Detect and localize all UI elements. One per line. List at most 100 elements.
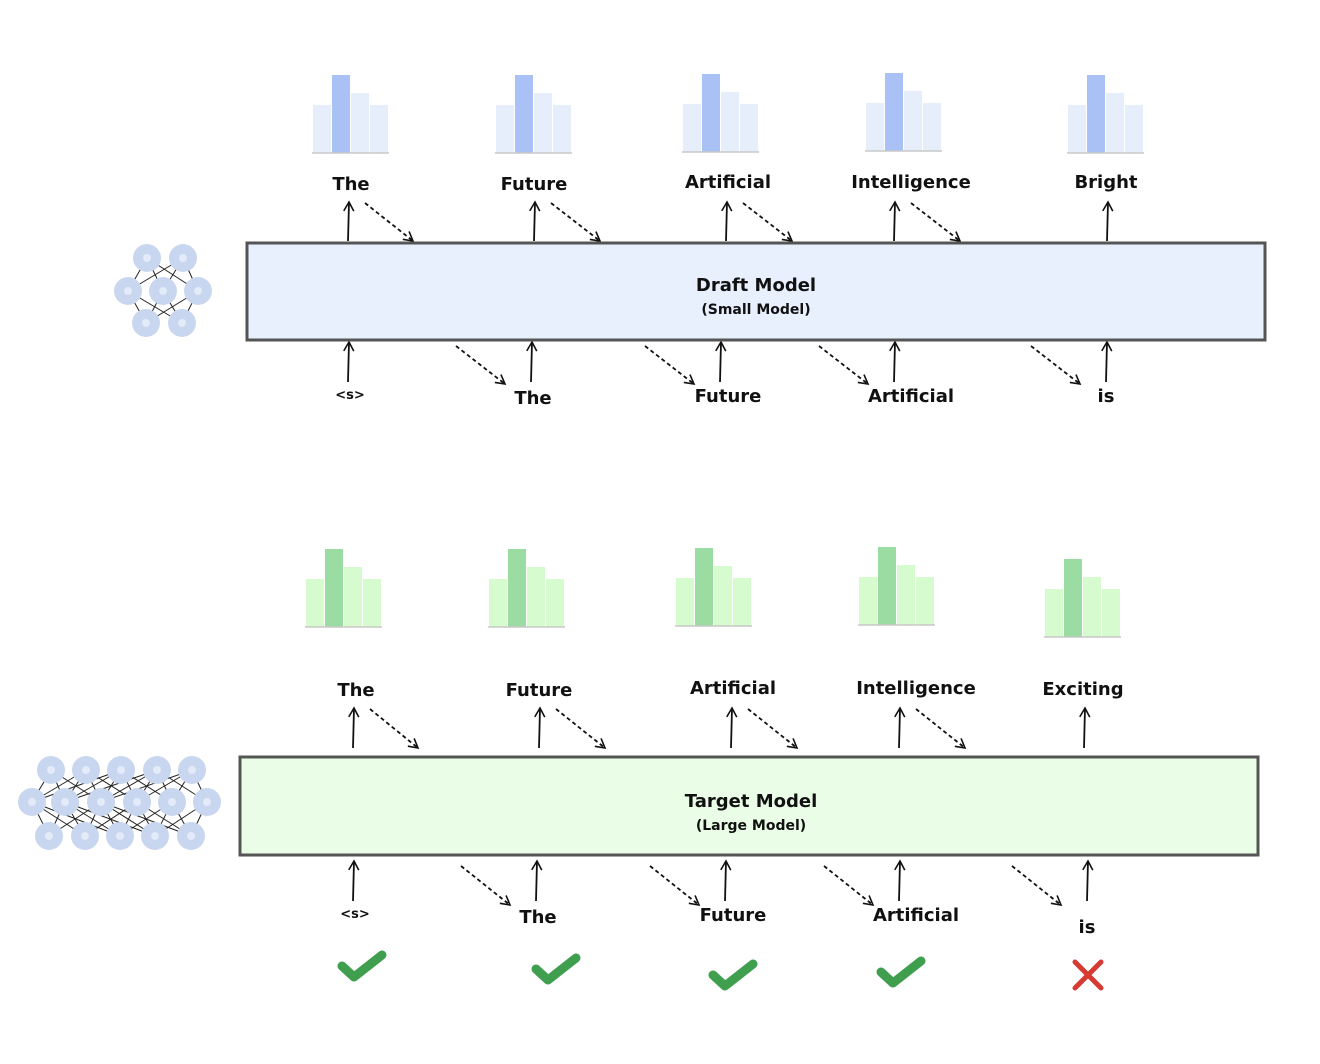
draft-input-token: <s>	[335, 388, 365, 403]
distribution-bar	[923, 103, 941, 151]
distribution-bar	[546, 579, 564, 627]
dashed-arrow	[550, 202, 602, 243]
network-node-center	[116, 832, 124, 840]
dashed-arrow	[818, 345, 870, 386]
distribution-bar	[695, 548, 713, 626]
distribution-bar	[904, 91, 922, 151]
target-input-token: <s>	[340, 907, 370, 922]
solid-arrow	[534, 706, 546, 749]
draft-output-token: The	[332, 174, 369, 195]
network-edge	[31, 769, 122, 803]
distribution-bar	[306, 579, 324, 627]
distribution-bar	[1064, 559, 1082, 637]
distribution-bar	[363, 579, 381, 627]
solid-arrow	[889, 200, 901, 242]
network-node-center	[143, 254, 151, 262]
network-node-center	[194, 287, 202, 295]
solid-arrow	[721, 200, 733, 242]
target-input-token: Artificial	[873, 905, 959, 926]
dashed-arrow	[555, 708, 607, 750]
network-node-center	[117, 766, 125, 774]
target-arrows	[348, 706, 1094, 907]
distribution-bar	[351, 93, 369, 153]
distribution-icon	[312, 75, 389, 154]
target-network-icon	[18, 756, 221, 850]
draft-output-token: Bright	[1074, 172, 1137, 193]
distribution-icon	[1044, 559, 1121, 638]
distribution-bar	[344, 567, 362, 627]
distribution-bar	[1106, 93, 1124, 153]
network-node-center	[151, 832, 159, 840]
draft-output-token: Artificial	[685, 172, 771, 193]
dashed-arrow	[644, 345, 696, 386]
check-icon	[337, 950, 387, 982]
network-node-center	[178, 319, 186, 327]
target-model-box	[238, 755, 1260, 857]
distribution-icon	[488, 549, 565, 628]
distribution-bar	[325, 549, 343, 627]
distribution-bar	[702, 74, 720, 152]
distribution-bar	[683, 104, 701, 152]
distribution-bar	[1087, 75, 1105, 153]
distribution-bar	[1102, 589, 1120, 637]
distribution-bar	[897, 565, 915, 625]
distribution-bar	[740, 104, 758, 152]
distribution-icon	[1067, 75, 1144, 154]
solid-arrow	[726, 706, 738, 749]
solid-arrow	[529, 200, 541, 242]
draft-arrows	[343, 200, 1114, 386]
network-edge	[64, 769, 158, 803]
distribution-bar	[1068, 105, 1086, 153]
draft-model-box	[245, 241, 1267, 342]
network-node-center	[82, 766, 90, 774]
network-node-center	[153, 766, 161, 774]
draft-model-subtitle: (Small Model)	[701, 302, 810, 318]
network-node-center	[187, 832, 195, 840]
distribution-bar	[1125, 105, 1143, 153]
distribution-bar	[1045, 589, 1063, 637]
network-node-center	[45, 832, 53, 840]
target-output-token: Artificial	[690, 678, 776, 699]
solid-arrow	[720, 859, 732, 902]
target-distributions	[305, 547, 1121, 638]
network-node-center	[133, 798, 141, 806]
network-node-center	[28, 798, 36, 806]
draft-input-token: Artificial	[868, 386, 954, 407]
solid-arrow	[348, 859, 360, 902]
distribution-bar	[527, 567, 545, 627]
distribution-bar	[313, 105, 331, 153]
cross-stroke	[1072, 959, 1104, 991]
check-icon	[708, 959, 758, 991]
distribution-icon	[858, 547, 935, 626]
cross-icon	[1072, 959, 1104, 991]
solid-arrow	[343, 200, 355, 242]
dashed-arrow	[649, 865, 701, 907]
draft-output-token: Intelligence	[851, 172, 971, 193]
network-node-center	[124, 287, 132, 295]
solid-arrow	[894, 859, 906, 902]
target-output-token: Future	[506, 680, 573, 701]
draft-network-icon	[114, 244, 212, 337]
draft-input-token: Future	[695, 386, 762, 407]
target-model-title: Target Model	[685, 791, 818, 812]
target-output-token: The	[337, 680, 374, 701]
dashed-arrow	[455, 345, 507, 386]
verification-marks	[337, 950, 1104, 991]
distribution-bar	[916, 577, 934, 625]
check-icon	[876, 956, 926, 988]
solid-arrow	[1079, 706, 1091, 749]
dashed-arrow	[1030, 345, 1082, 386]
solid-arrow	[343, 340, 355, 383]
distribution-bar	[676, 578, 694, 626]
dashed-arrow	[460, 865, 512, 907]
draft-input-token: The	[514, 388, 551, 409]
distribution-icon	[305, 549, 382, 628]
draft-output-token: Future	[501, 174, 568, 195]
distribution-bar	[553, 105, 571, 153]
distribution-bar	[714, 566, 732, 626]
solid-arrow	[889, 340, 901, 383]
target-output-token: Exciting	[1042, 679, 1123, 700]
network-node-center	[61, 798, 69, 806]
dashed-arrow	[747, 708, 799, 750]
